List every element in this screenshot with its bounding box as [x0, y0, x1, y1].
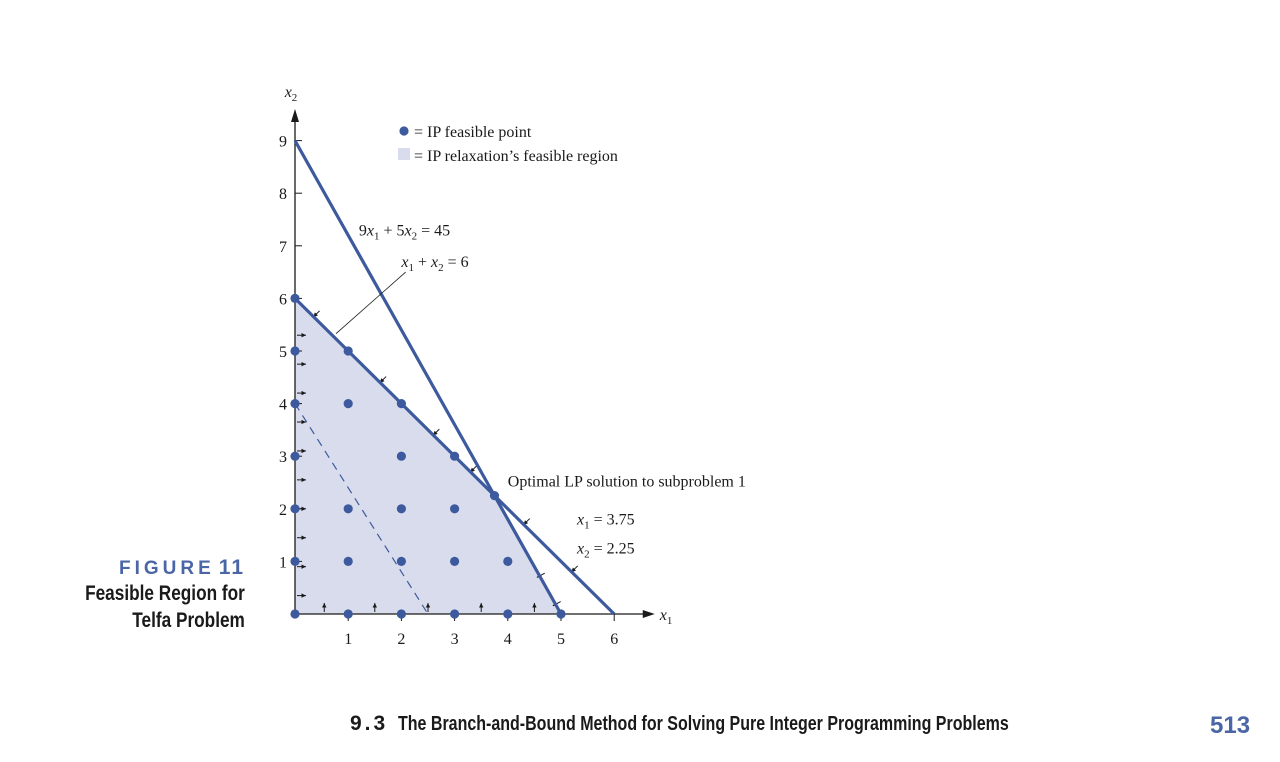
x1-nonnegativity-arrow-head — [301, 448, 306, 454]
y-tick-label: 4 — [279, 397, 287, 414]
ip-feasible-point — [450, 609, 460, 619]
x1-nonnegativity-arrow-head — [301, 419, 306, 425]
constraint-2-label: x1 + x2 = 6 — [400, 254, 468, 274]
legend-region-label: = IP relaxation’s feasible region — [414, 148, 618, 165]
legend-region-swatch-icon — [398, 148, 410, 160]
y-tick-label: 6 — [279, 291, 287, 308]
x1-nonnegativity-arrow-head — [301, 477, 306, 483]
section-number: 9.3 — [350, 712, 389, 735]
ip-feasible-point — [450, 556, 460, 567]
x-axis-arrow-icon — [642, 610, 655, 618]
optimal-solution-label: Optimal LP solution to subproblem 1 — [508, 474, 746, 491]
x1-nonnegativity-arrow-head — [301, 593, 306, 598]
x1-nonnegativity-arrow-head — [301, 361, 306, 367]
ip-feasible-point — [290, 346, 300, 356]
y-tick-label: 5 — [279, 344, 287, 361]
x-tick-label: 5 — [557, 631, 565, 648]
x1-nonnegativity-arrow-head — [301, 535, 306, 540]
x2-nonnegativity-arrow-head — [479, 603, 484, 608]
ip-feasible-point — [290, 451, 300, 461]
ip-feasible-point — [396, 609, 406, 619]
figure-label-word: FIGURE — [119, 558, 215, 579]
ip-feasible-point — [343, 346, 353, 356]
ip-feasible-point — [450, 504, 460, 514]
x-tick-label: 1 — [344, 631, 352, 648]
y-tick-label: 8 — [279, 186, 287, 203]
x1-nonnegativity-arrow-head — [301, 333, 306, 338]
ip-feasible-point — [396, 451, 406, 461]
ip-feasible-point — [489, 491, 500, 501]
ip-feasible-point — [396, 504, 406, 514]
figure-title-line-1: Feasible Region for — [85, 582, 245, 605]
ip-feasible-point — [343, 609, 353, 619]
x1-nonnegativity-arrow-head — [301, 506, 306, 511]
ip-feasible-point — [343, 556, 353, 567]
ip-feasible-point — [290, 293, 300, 303]
ip-feasible-point — [343, 504, 353, 514]
x-axis-label: x1 — [659, 607, 673, 627]
y-tick-label: 3 — [279, 449, 287, 466]
ip-feasible-point — [556, 609, 566, 619]
constraint-2-leader-line — [335, 271, 406, 334]
ip-feasible-point — [503, 609, 513, 619]
y-tick-label: 1 — [279, 554, 287, 571]
legend-point-icon — [399, 126, 409, 136]
ip-feasible-point — [290, 504, 300, 514]
ip-feasible-point — [290, 399, 300, 409]
x1-nonnegativity-arrow-head — [301, 564, 306, 569]
ip-feasible-point — [396, 556, 406, 567]
constraint-1-label: 9x1 + 5x2 = 45 — [359, 222, 450, 242]
y-axis-arrow-icon — [291, 109, 299, 123]
y-tick-label: 2 — [279, 502, 287, 519]
legend-point-label: = IP feasible point — [414, 124, 532, 141]
x-tick-label: 3 — [451, 631, 459, 648]
x-tick-label: 4 — [504, 631, 512, 648]
y-tick-label: 9 — [279, 134, 287, 151]
optimal-x2-value: x2 = 2.25 — [576, 541, 635, 561]
ip-feasible-point — [450, 451, 460, 461]
lp-relaxation-region — [295, 298, 561, 614]
ip-feasible-point — [290, 556, 300, 567]
page-number: 513 — [1210, 712, 1251, 739]
x2-nonnegativity-arrow-head — [372, 603, 377, 608]
y-tick-label: 7 — [279, 239, 287, 256]
ip-feasible-point — [290, 609, 300, 619]
section-title: The Branch-and-Bound Method for Solving … — [398, 713, 1009, 735]
optimal-x1-value: x1 = 3.75 — [576, 512, 635, 532]
x2-nonnegativity-arrow-head — [425, 603, 431, 608]
ip-feasible-point — [503, 556, 513, 567]
ip-feasible-point — [343, 399, 353, 409]
x-tick-label: 6 — [610, 631, 618, 648]
feasible-region-chart: 1 2 3 4 5 6 1 2 3 4 5 6 7 8 9 x1 x2 9x1 + 5x2 = 45 x1 + x2… — [279, 84, 746, 648]
x1-nonnegativity-arrow-head — [301, 390, 306, 396]
x2-nonnegativity-arrow-head — [322, 603, 327, 608]
figure-number: 11 — [218, 556, 245, 579]
constraint-line-1 — [293, 139, 563, 615]
y-axis-label: x2 — [284, 84, 298, 104]
figure-title-line-2: Telfa Problem — [132, 609, 245, 632]
x2-nonnegativity-arrow-head — [532, 603, 537, 608]
running-footer: 9.3 The Branch-and-Bound Method for Solvi… — [350, 712, 1162, 736]
ip-feasible-point — [396, 399, 406, 409]
x-tick-label: 2 — [397, 631, 405, 648]
